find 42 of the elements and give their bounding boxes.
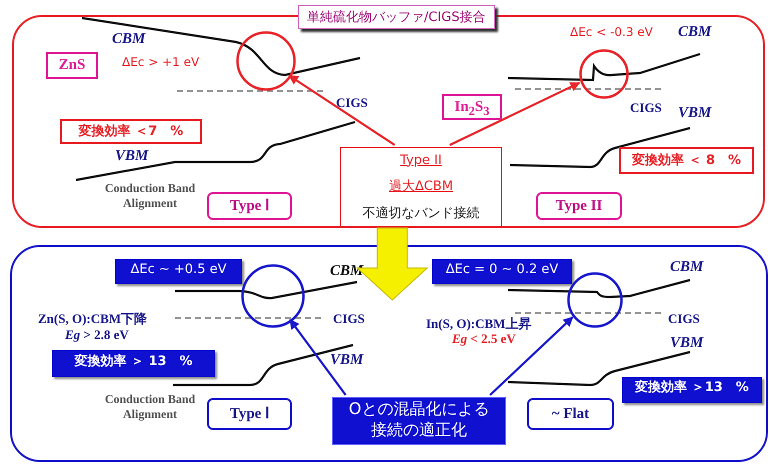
material-label-box: ZnS [46,52,98,79]
caption-text: Conduction Band Alignment [104,392,196,422]
callout-text: Type II [400,152,442,168]
arrow [288,74,396,146]
block-arrow [356,228,429,301]
band-label: VBM [670,335,704,352]
material-label: CIGS [333,311,365,327]
type-label-box: Type II [536,192,622,220]
band-label: VBM [330,352,364,369]
energy-offset-label: ΔEc > +1 eV [122,55,200,69]
type-label-box: Type Ⅰ [207,398,292,430]
type-label-box: Type Ⅰ [207,192,292,220]
callout-box: Oとの混晶化による接続の適正化 [332,397,506,445]
material-label: Zn(S, O):CBM下降 [38,310,148,328]
material-label: CIGS [630,100,662,116]
band-label: CBM [678,24,712,41]
band-label: VBM [115,148,148,165]
bandgap-label: Eg < 2.5 eV [452,331,516,347]
energy-offset-label: ΔEc < -0.3 eV [570,25,653,39]
arrow [449,82,580,146]
value-box: ΔEc = 0 ~ 0.2 eV [432,259,572,284]
arrow [289,318,347,396]
panel-heading: 単純硫化物バッファ/CIGS接合 [298,5,495,29]
arrow [489,316,574,396]
value-box: ΔEc ~ +0.5 eV [115,259,242,284]
band-label: CBM [670,259,704,276]
band-label: CBM [112,31,146,48]
type-label-box: ~ Flat [527,398,614,430]
bandgap-label: Eg > 2.8 eV [65,327,129,343]
panel-background [10,245,768,462]
material-label: CIGS [336,95,368,111]
callout-text: 不適切なバンド接続 [362,204,480,222]
callout-text: 過大ΔCBM [388,178,454,194]
material-label: In(S, O):CBM上昇 [426,315,532,333]
value-box: 変換効率 ＞ 13 % [52,350,215,377]
material-label-box: In$_{2}$S$_{3}$ [442,94,502,120]
efficiency-box: 変換効率 ＜ 8 % [619,147,754,174]
caption-text: Conduction Band Alignment [104,181,196,211]
band-label: VBM [678,105,712,122]
efficiency-box: 変換効率 ＜7 % [60,119,202,144]
value-box: 変換効率 ＞13 % [622,377,762,403]
material-label: CIGS [668,311,700,327]
